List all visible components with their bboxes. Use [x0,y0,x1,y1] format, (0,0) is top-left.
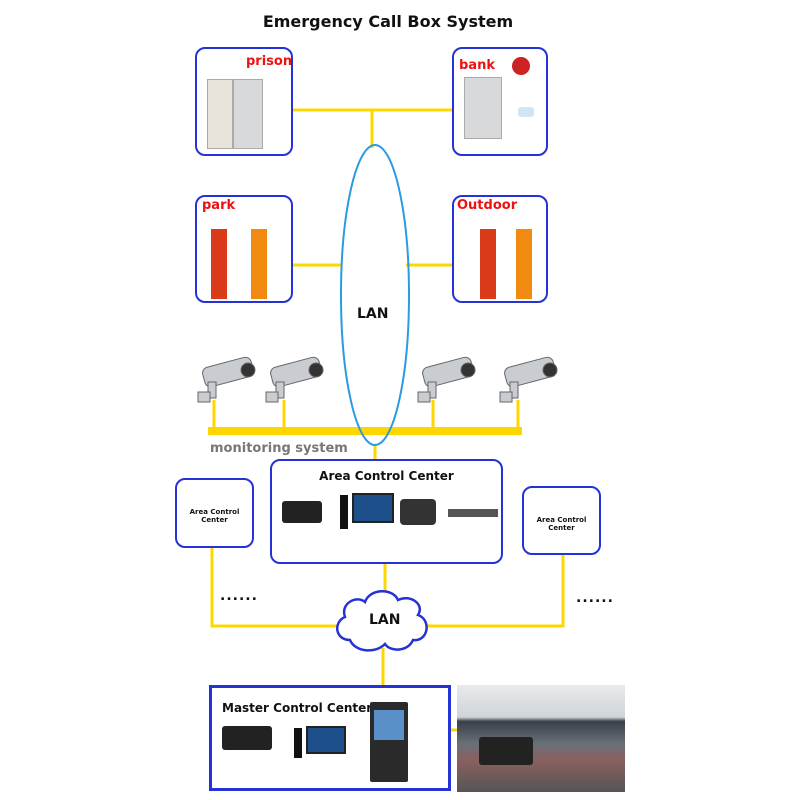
call-pillar-orange-icon [251,229,267,299]
sensor-icon [518,107,534,117]
call-box-panel-icon [233,79,263,149]
cloud-icon [336,590,428,652]
site-prison [195,47,293,156]
lan-ellipse [340,144,410,446]
dispatch-console-icon [222,726,272,750]
video-phone-icon [400,499,436,525]
site-label-prison: prison [246,54,293,69]
master-center-title: Master Control Center [222,701,373,715]
area-center-right-label: Area Control Center [536,516,587,532]
area-center-left-label: Area Control Center [189,508,240,524]
dispatch-console-icon [479,737,533,765]
call-box-kiosk-icon [207,79,233,149]
monitor-icon [306,726,346,754]
site-park [195,195,293,303]
area-control-center-right: Area Control Center [522,486,601,555]
siren-icon [512,57,530,75]
dispatch-console-icon [282,501,322,523]
monitor-icon [352,493,394,523]
area-control-center-left: Area Control Center [175,478,254,548]
area-control-center-main: Area Control Center [270,459,503,564]
link-right-area [422,554,565,628]
master-control-center: Master Control Center [209,685,451,791]
page-title: Emergency Call Box System [262,12,514,31]
ellipsis-left: ...... [220,588,258,604]
site-label-outdoor: Outdoor [457,198,518,213]
call-box-panel-icon [464,77,502,139]
pc-tower-icon [294,728,302,758]
monitoring-bus [208,427,522,435]
site-bank [452,47,548,156]
pc-tower-icon [340,495,348,529]
monitoring-system-label: monitoring system [210,441,348,456]
site-label-bank: bank [459,58,495,73]
ellipsis-right: ...... [576,590,614,606]
server-rack-unit-icon [448,509,498,517]
camera-icons [197,356,558,403]
call-pillar-orange-icon [516,229,532,299]
call-pillar-red-icon [480,229,496,299]
site-label-park: park [202,198,236,213]
area-center-title: Area Control Center [319,469,454,483]
link-left-area [210,547,345,628]
site-outdoor [452,195,548,303]
lan-label-bottom: LAN [369,612,401,628]
server-cabinet-icon [370,702,408,782]
call-pillar-red-icon [211,229,227,299]
control-room-photo [457,685,625,792]
lan-label-top: LAN [357,306,389,322]
